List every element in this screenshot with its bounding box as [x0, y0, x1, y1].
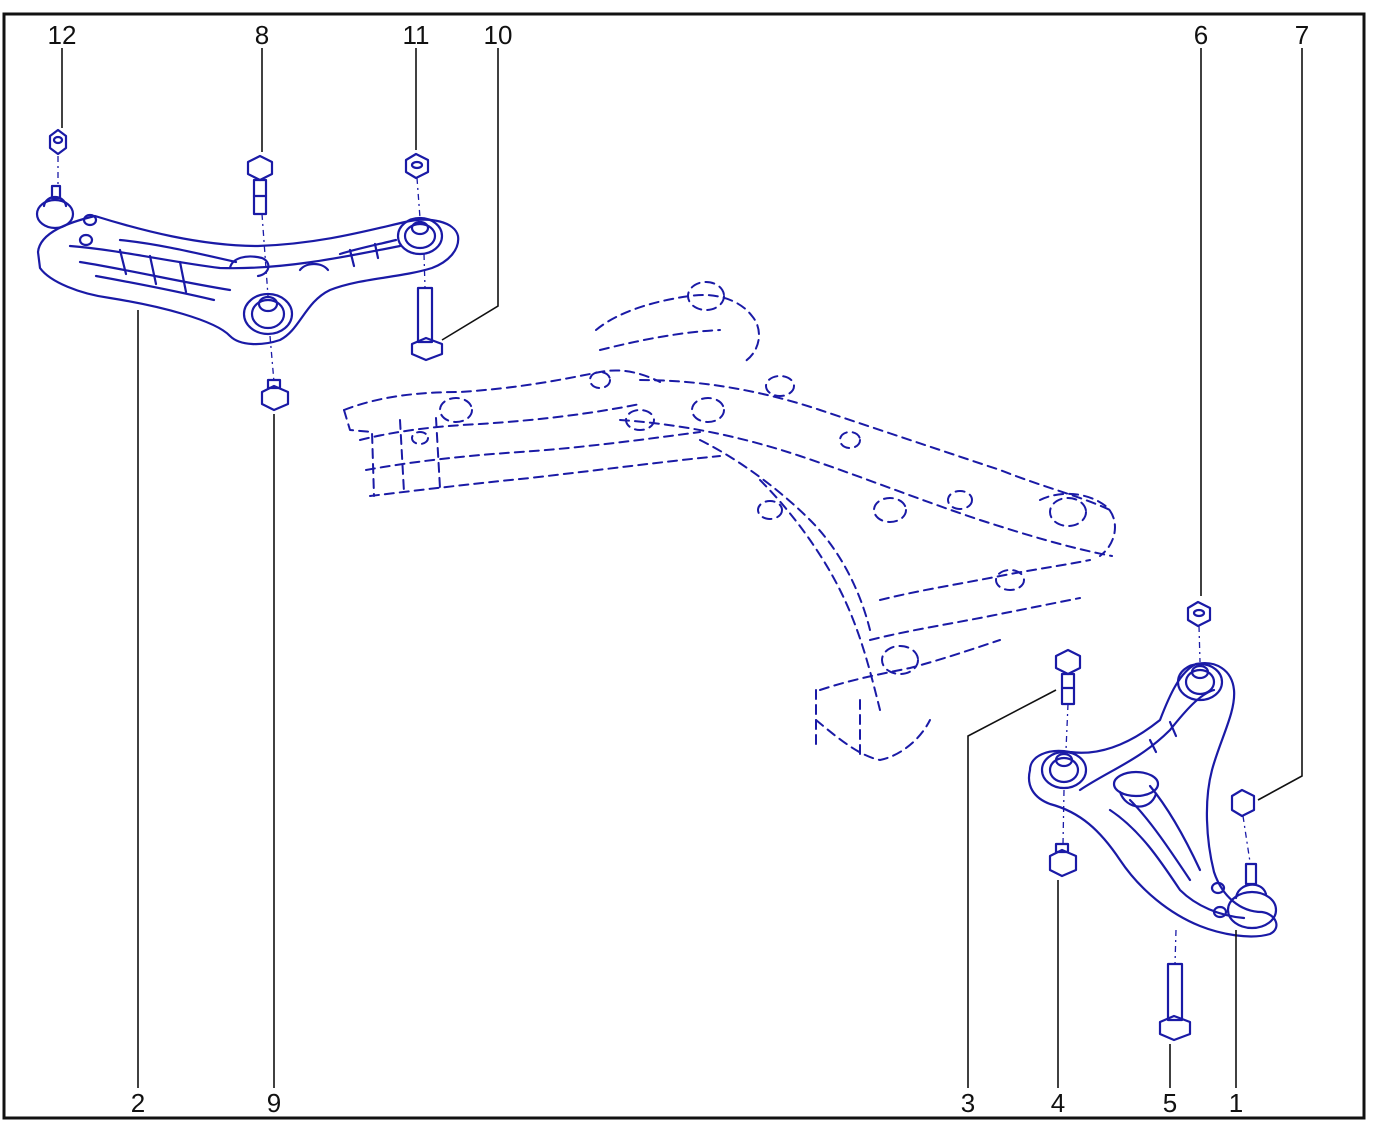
- right-front-nut: [1048, 842, 1078, 878]
- right-ball-joint-nut: [1230, 788, 1256, 818]
- callout-6: 6: [1194, 20, 1208, 50]
- callout-2: 2: [131, 1088, 145, 1118]
- right-arm-assembly-axes: [1062, 625, 1251, 965]
- callout-1: 1: [1229, 1088, 1243, 1118]
- callout-11: 11: [403, 20, 430, 50]
- callout-5: 5: [1163, 1088, 1177, 1118]
- front-subframe: [343, 281, 1116, 761]
- right-control-arm: [1027, 662, 1278, 938]
- callout-labels: 12 8 11 10 6 7 2 9 3 4 5 1: [48, 20, 1310, 1118]
- callout-8: 8: [255, 20, 269, 50]
- leader-lines: [61, 48, 1303, 1088]
- callout-12: 12: [48, 20, 77, 50]
- callout-4: 4: [1051, 1088, 1065, 1118]
- diagram-border: [2, 12, 1366, 1120]
- left-front-nut: [260, 378, 290, 412]
- left-rear-nut: [404, 152, 430, 180]
- callout-3: 3: [961, 1088, 975, 1118]
- right-rear-nut: [1186, 600, 1212, 628]
- callout-10: 10: [484, 20, 513, 50]
- left-control-arm: [35, 184, 460, 346]
- callout-9: 9: [267, 1088, 281, 1118]
- left-front-bolt: [246, 154, 274, 216]
- left-ball-joint-nut: [48, 128, 68, 156]
- callout-7: 7: [1295, 20, 1309, 50]
- left-arm-assembly-axes: [57, 156, 426, 383]
